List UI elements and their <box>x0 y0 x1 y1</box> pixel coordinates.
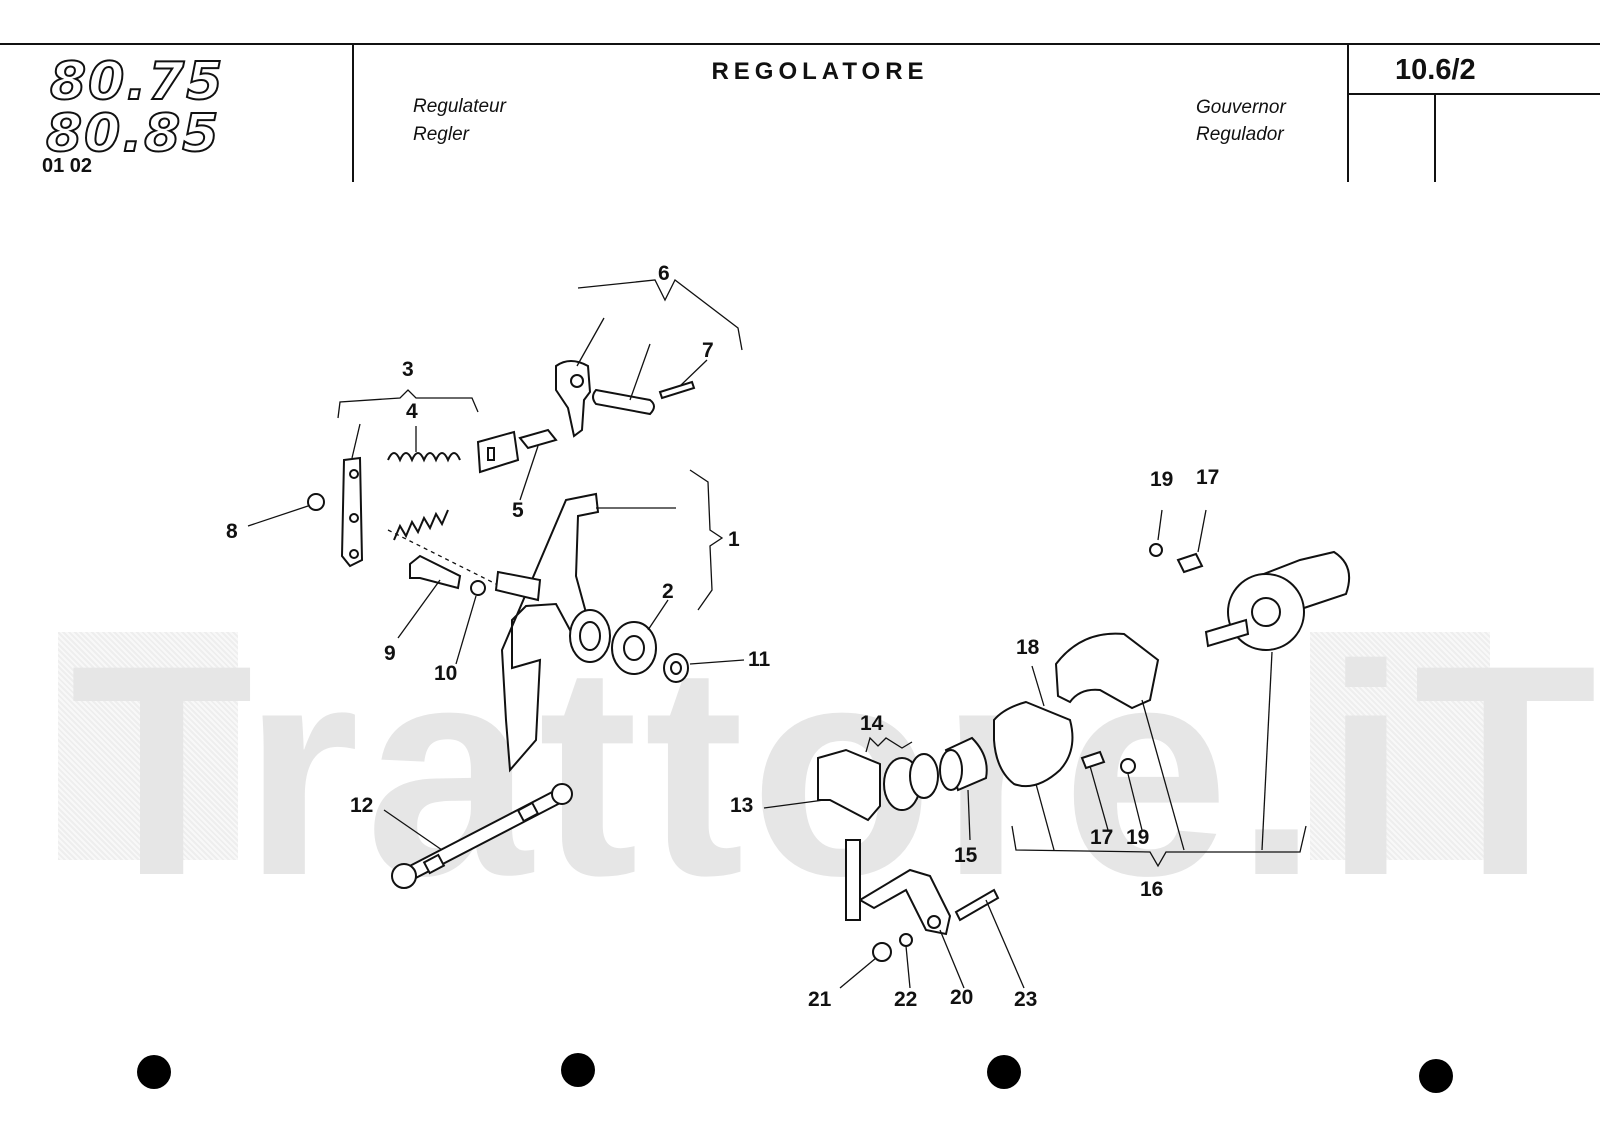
part-lever-1 <box>500 492 600 773</box>
part-lever-6 <box>555 360 592 438</box>
subtitle-de: Regler <box>413 124 469 145</box>
part-split-pin-7 <box>658 380 696 400</box>
part-bolt-9 <box>409 554 462 590</box>
bracket-3 <box>337 389 479 419</box>
model-bottom: 80.85 <box>45 103 221 165</box>
label-22: 22 <box>894 988 917 1011</box>
label-10: 10 <box>434 662 457 685</box>
label-23: 23 <box>1014 988 1037 1011</box>
label-7: 7 <box>702 339 714 362</box>
bracket-14 <box>865 736 913 753</box>
binder-hole-1 <box>137 1055 171 1089</box>
bracket-6 <box>577 279 743 351</box>
part-link-plate <box>476 430 520 474</box>
part-gasket-5 <box>518 428 558 450</box>
part-spring-4a <box>387 452 461 463</box>
label-17-top: 17 <box>1196 466 1219 489</box>
subtitle-fr: Regulateur <box>413 96 506 117</box>
part-pin-20 <box>845 839 861 921</box>
label-4: 4 <box>406 400 418 423</box>
label-17: 17 <box>1090 826 1113 849</box>
label-14: 14 <box>860 712 884 735</box>
label-9: 9 <box>384 642 396 665</box>
part-washer-22 <box>899 933 913 947</box>
model-code: 01 02 <box>42 155 93 177</box>
header-top-rule <box>0 43 1600 45</box>
header-divider-3 <box>1434 94 1436 182</box>
label-12: 12 <box>350 794 373 817</box>
part-pin-17 <box>1080 750 1106 770</box>
header-divider-1 <box>352 44 354 182</box>
part-weight-carrier-18 <box>993 700 1074 788</box>
subtitle-es: Regulador <box>1196 124 1284 145</box>
label-2: 2 <box>662 580 674 603</box>
label-8: 8 <box>226 520 238 543</box>
label-13: 13 <box>730 794 753 817</box>
label-15: 15 <box>954 844 978 867</box>
label-19: 19 <box>1126 826 1149 849</box>
part-threaded-shaft <box>494 570 542 602</box>
part-lever-20 <box>858 868 952 936</box>
label-16: 16 <box>1140 878 1163 901</box>
bracket-16 <box>1011 825 1307 868</box>
page-title: REGOLATORE <box>711 58 929 85</box>
watermark-band-left <box>58 632 238 860</box>
label-1: 1 <box>728 528 740 551</box>
model-logo-85: 80.85 <box>45 103 221 165</box>
label-6: 6 <box>658 262 670 285</box>
label-3: 3 <box>402 358 414 381</box>
part-spring-4b <box>393 509 449 541</box>
part-spring-plate <box>340 456 364 568</box>
part-pin-6 <box>592 388 655 416</box>
part-housing <box>1054 632 1160 710</box>
label-18: 18 <box>1016 636 1040 659</box>
part-nut-21 <box>872 942 892 962</box>
label-20: 20 <box>950 986 973 1009</box>
page-number: 10.6/2 <box>1395 54 1476 86</box>
part-circlip-19 <box>1120 758 1136 774</box>
model-logo-75: 80.75 <box>49 51 225 113</box>
part-stud-23 <box>954 888 1000 922</box>
part-circlip-19-top <box>1149 543 1163 557</box>
part-lever-6-hole <box>570 374 584 388</box>
binder-hole-3 <box>987 1055 1021 1089</box>
watermark-band-right <box>1310 632 1490 860</box>
label-11: 11 <box>748 648 771 671</box>
part-circlip-8 <box>307 493 325 511</box>
part-pin-17-top <box>1176 552 1204 574</box>
label-21: 21 <box>808 988 832 1011</box>
binder-hole-4 <box>1419 1059 1453 1093</box>
model-top: 80.75 <box>49 51 225 113</box>
label-19-top: 19 <box>1150 468 1173 491</box>
header-divider-2 <box>1347 44 1349 182</box>
bracket-1 <box>689 469 724 611</box>
subtitle-en: Gouvernor <box>1196 97 1286 118</box>
binder-hole-2 <box>561 1053 595 1087</box>
header-subrule <box>1347 93 1600 95</box>
part-washer-10 <box>470 580 486 596</box>
part-bracket-13 <box>817 748 881 822</box>
label-5: 5 <box>512 499 524 522</box>
